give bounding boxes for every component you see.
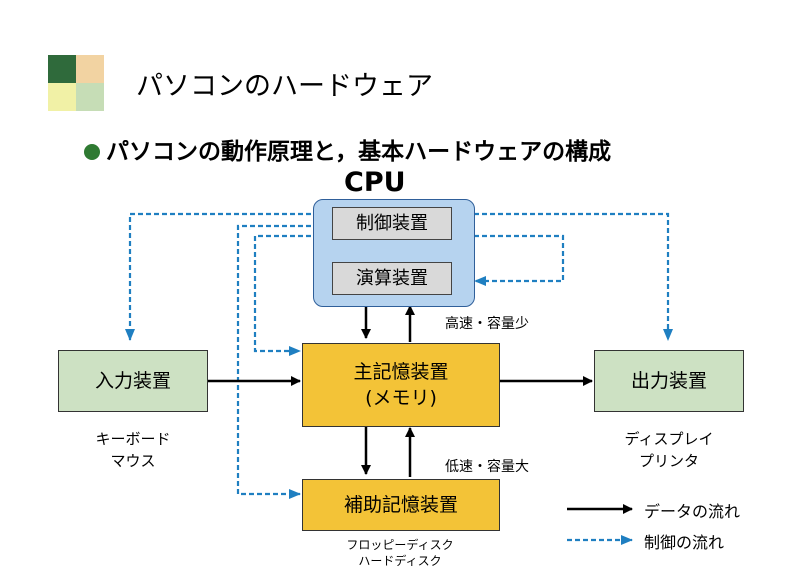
logo-square-yellow: [48, 83, 76, 111]
control-unit-box: 制御装置: [332, 207, 452, 240]
logo-square-peach: [76, 55, 104, 83]
output-device-box: 出力装置: [594, 350, 744, 412]
control-line-to-arithmetic: [450, 234, 565, 286]
input-device-box: 入力装置: [58, 350, 208, 412]
main-memory-sublabel: (メモリ): [365, 387, 437, 409]
control-line-to-main-memory: [253, 234, 335, 356]
output-device-examples: ディスプレイ プリンタ: [594, 428, 744, 472]
control-line-to-output: [450, 212, 673, 341]
aux-storage-examples: フロッピーディスク ハードディスク: [310, 537, 490, 569]
logo-square-dark-green: [48, 55, 76, 83]
input-device-examples: キーボード マウス: [58, 428, 208, 472]
control-line-to-input: [125, 212, 335, 341]
aux-example-floppy: フロッピーディスク: [346, 538, 454, 552]
aux-example-hdd: ハードディスク: [358, 554, 442, 568]
control-line-to-aux-storage: [236, 224, 335, 499]
legend-data-flow-label: データの流れ: [644, 502, 741, 521]
main-memory-label: 主記憶装置: [353, 361, 449, 383]
subtitle-text: パソコンの動作原理と，基本ハードウェアの構成: [106, 139, 612, 165]
input-example-keyboard: キーボード: [95, 430, 171, 448]
cpu-box: 制御装置 演算装置: [313, 199, 475, 307]
legend-control-flow-label: 制御の流れ: [644, 533, 725, 552]
main-memory-box: 主記憶装置 (メモリ): [302, 343, 500, 427]
slide-title: パソコンのハードウェア: [136, 71, 433, 102]
aux-storage-box: 補助記憶装置: [302, 479, 500, 531]
cpu-label: CPU: [344, 167, 406, 198]
logo-square-light-green: [76, 83, 104, 111]
slow-speed-note: 低速・容量大: [445, 459, 529, 475]
fast-speed-note: 高速・容量少: [445, 316, 529, 332]
slide-subtitle: パソコンの動作原理と，基本ハードウェアの構成: [84, 132, 611, 166]
arithmetic-unit-box: 演算装置: [332, 262, 452, 295]
output-example-display: ディスプレイ: [624, 430, 714, 448]
output-example-printer: プリンタ: [638, 452, 699, 470]
input-example-mouse: マウス: [110, 452, 156, 470]
bullet-icon: [84, 144, 100, 160]
